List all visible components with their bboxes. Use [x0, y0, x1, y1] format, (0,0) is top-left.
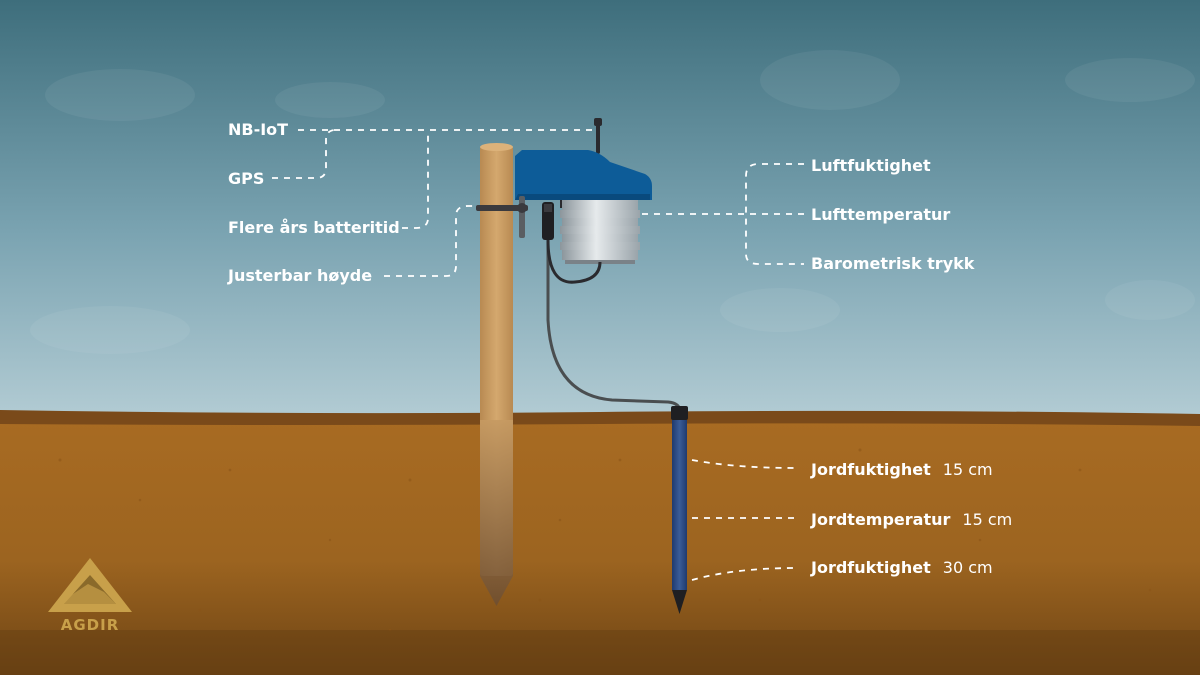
sensor-cable — [546, 240, 682, 413]
soil-bottom-shade — [0, 630, 1200, 675]
agdir-logo — [48, 558, 132, 612]
weather-station — [476, 118, 652, 284]
label-air-temperature: Lufttemperatur — [811, 205, 951, 224]
wooden-post — [480, 143, 513, 606]
label-humidity: Luftfuktighet — [811, 156, 931, 175]
soil-ground — [0, 420, 1200, 675]
leader-gps — [272, 129, 337, 179]
radiation-shield — [560, 200, 640, 264]
ground-surface — [0, 410, 1200, 426]
leader-humidity — [745, 163, 804, 265]
soil-texture — [58, 448, 1152, 632]
leader-soil-moisture-30 — [691, 567, 797, 581]
logo-text: AGDIR — [60, 616, 120, 634]
label-nbiot: NB-IoT — [228, 120, 289, 139]
mounting-bracket — [476, 196, 528, 238]
clouds — [30, 50, 1195, 354]
label-barometric-pressure: Barometrisk trykk — [811, 254, 975, 273]
leader-lines — [272, 129, 804, 581]
leader-battery — [402, 130, 429, 229]
label-gps: GPS — [228, 169, 265, 188]
label-battery: Flere års batteritid — [228, 218, 400, 237]
soil-probe — [671, 406, 688, 614]
label-adjustable-height: Justerbar høyde — [228, 266, 373, 285]
